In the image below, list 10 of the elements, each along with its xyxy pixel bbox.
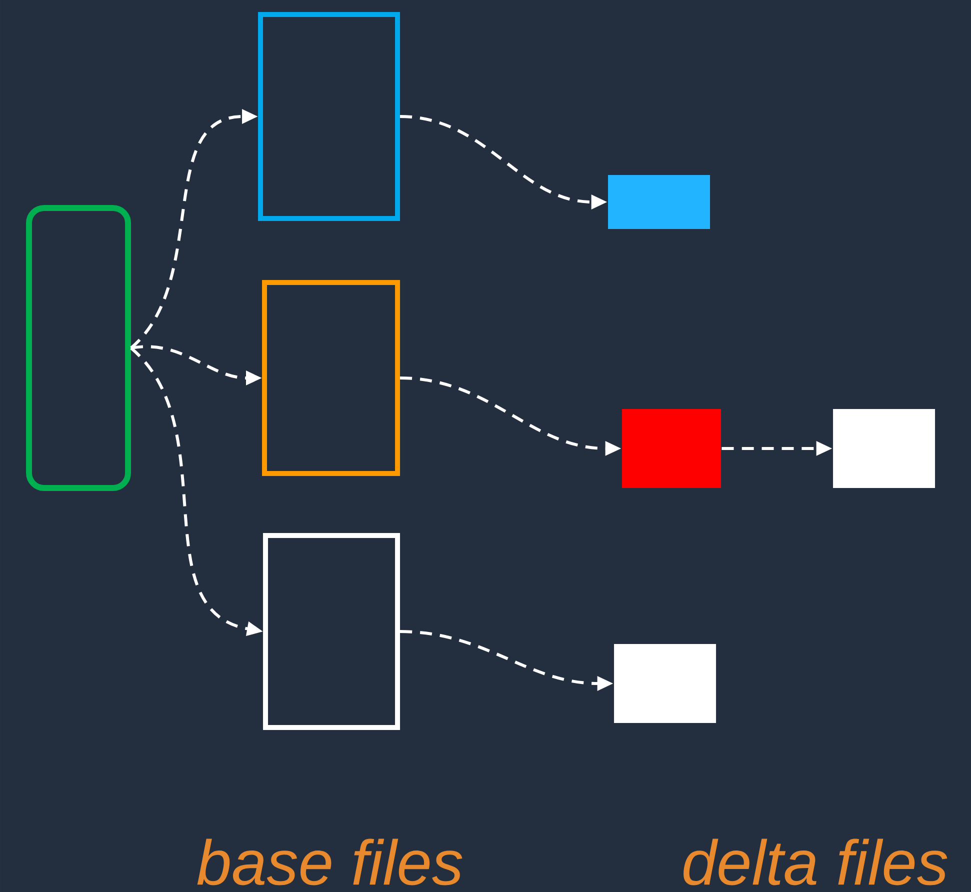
- caption-text: delta files: [684, 838, 948, 886]
- file-box: [263, 533, 400, 730]
- file-block: [614, 644, 716, 723]
- file-block: [622, 409, 721, 488]
- file-box: [262, 280, 400, 476]
- rounded-box: [26, 205, 132, 491]
- file-box: [258, 12, 400, 221]
- file-block: [833, 409, 936, 488]
- file-block: [608, 175, 710, 229]
- caption-text: base files: [197, 838, 462, 886]
